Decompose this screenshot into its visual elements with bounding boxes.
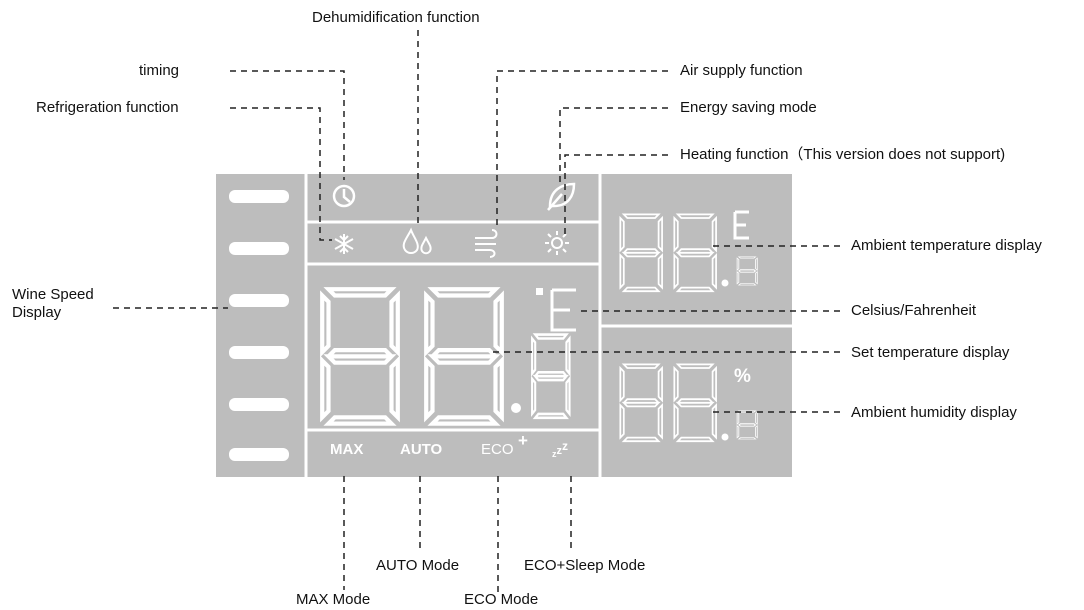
label-air-supply: Air supply function [680, 62, 803, 79]
clock-icon [332, 184, 356, 208]
sleep-z-2: z [556, 445, 563, 457]
leaf-icon [547, 182, 576, 211]
label-heating: Heating function（This version does not s… [680, 146, 1006, 163]
label-ambient-temperature: Ambient temperature display [851, 237, 1042, 254]
snowflake-icon [334, 234, 354, 254]
label-eco-sleep-mode: ECO+Sleep Mode [524, 557, 646, 574]
droplets-icon [402, 227, 432, 255]
humidity-percent-symbol: % [734, 366, 751, 387]
degree-dot [536, 288, 543, 295]
label-eco-mode: ECO Mode [464, 591, 539, 608]
label-max-mode: MAX Mode [296, 591, 371, 608]
ambient-humidity-decimal [721, 433, 729, 441]
label-celsius-fahrenheit: Celsius/Fahrenheit [851, 302, 977, 319]
set-temperature-decimal [511, 403, 521, 413]
label-dehumidification: Dehumidification function [312, 9, 480, 26]
sleep-indicator: zzz [552, 437, 568, 463]
ambient-temperature-digits [619, 210, 758, 293]
label-refrigeration: Refrigeration function [36, 99, 179, 116]
label-energy-saving: Energy saving mode [680, 99, 817, 116]
wind-speed-bars [229, 190, 289, 461]
ambient-temperature-decimal [721, 279, 729, 287]
lcd-panel [216, 174, 792, 477]
leader-lines [113, 30, 840, 596]
celsius-fahrenheit-indicator [550, 288, 576, 332]
mode-auto-text: AUTO [400, 441, 443, 458]
label-ambient-humidity: Ambient humidity display [851, 404, 1017, 421]
air-supply-icon [475, 229, 498, 258]
mode-max-text: MAX [330, 441, 364, 458]
sleep-z-1: z [552, 449, 557, 459]
eco-plus-sign: + [518, 431, 528, 450]
mode-eco-text: ECO [481, 441, 514, 458]
sleep-z-3: z [562, 439, 568, 453]
label-wind-speed: Wine Speed Display [12, 286, 94, 321]
sun-icon [545, 231, 569, 255]
label-auto-mode: AUTO Mode [376, 557, 460, 574]
label-timing: timing [139, 62, 180, 79]
label-set-temperature: Set temperature display [851, 344, 1010, 361]
